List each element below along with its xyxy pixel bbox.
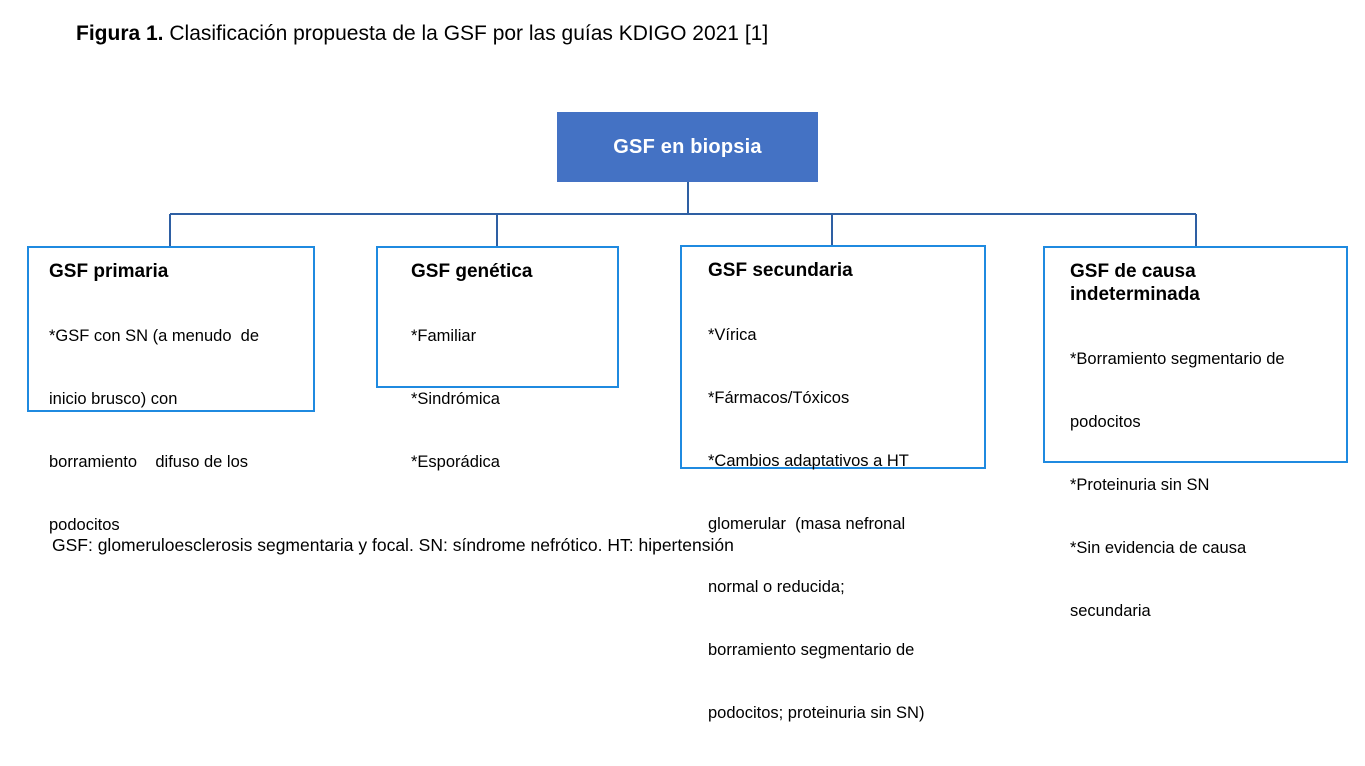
- node-body: *Familiar *Sindrómica *Esporádica: [411, 284, 604, 515]
- node-body-line: *Familiar: [411, 327, 477, 345]
- node-gsf-causa-indeterminada[interactable]: GSF de causa indeterminada *Borramiento …: [1043, 246, 1348, 620]
- node-body: *Vírica *Fármacos/Tóxicos *Cambios adapt…: [708, 283, 971, 766]
- node-body: *GSF con SN (a menudo de inicio brusco) …: [49, 284, 300, 578]
- node-body-line: *Borramiento segmentario de: [1070, 350, 1285, 368]
- node-body-line: *Esporádica: [411, 453, 500, 471]
- node-body-line: borramiento difuso de los: [49, 453, 249, 471]
- figure-footnote: GSF: glomeruloesclerosis segmentaria y f…: [52, 535, 734, 555]
- node-gsf-secundaria[interactable]: GSF secundaria *Vírica *Fármacos/Tóxicos…: [680, 245, 986, 722]
- node-body-line: *Sindrómica: [411, 390, 500, 408]
- node-title: GSF primaria: [49, 261, 169, 282]
- node-body-line: *Proteinuria sin SN: [1070, 476, 1210, 494]
- node-body-line: *Sin evidencia de causa: [1070, 539, 1247, 557]
- node-body: *Borramiento segmentario de podocitos *P…: [1070, 307, 1333, 664]
- node-body-line: podocitos: [1070, 413, 1141, 431]
- classification-flowchart: GSF en biopsia GSF primaria *GSF con SN …: [27, 112, 1348, 722]
- node-body-line: podocitos: [49, 516, 120, 534]
- node-gsf-primaria[interactable]: GSF primaria *GSF con SN (a menudo de in…: [27, 246, 315, 534]
- node-body-line: borramiento segmentario de: [708, 641, 915, 659]
- node-body-line: inicio brusco) con: [49, 390, 178, 408]
- node-title: GSF secundaria: [708, 260, 853, 281]
- figure-caption: Figura 1. Clasificación propuesta de la …: [76, 20, 768, 48]
- node-body-line: glomerular (masa nefronal: [708, 515, 906, 533]
- node-body-line: *Fármacos/Tóxicos: [708, 389, 850, 407]
- figure-caption-text: Clasificación propuesta de la GSF por la…: [163, 22, 769, 45]
- node-body-line: normal o reducida;: [708, 578, 845, 596]
- node-title: GSF genética: [411, 261, 533, 282]
- node-body-line: podocitos; proteinuria sin SN): [708, 704, 925, 722]
- node-root-label: GSF en biopsia: [613, 135, 762, 158]
- node-body-line: *Vírica: [708, 326, 757, 344]
- node-body-line: *Cambios adaptativos a HT: [708, 452, 909, 470]
- node-gsf-genetica[interactable]: GSF genética *Familiar *Sindrómica *Espo…: [376, 246, 619, 471]
- node-body-line: secundaria: [1070, 602, 1151, 620]
- node-title: GSF de causa indeterminada: [1070, 261, 1200, 305]
- figure-caption-label: Figura 1.: [76, 22, 164, 45]
- node-gsf-en-biopsia[interactable]: GSF en biopsia: [557, 112, 818, 182]
- node-body-line: *GSF con SN (a menudo de: [49, 327, 260, 345]
